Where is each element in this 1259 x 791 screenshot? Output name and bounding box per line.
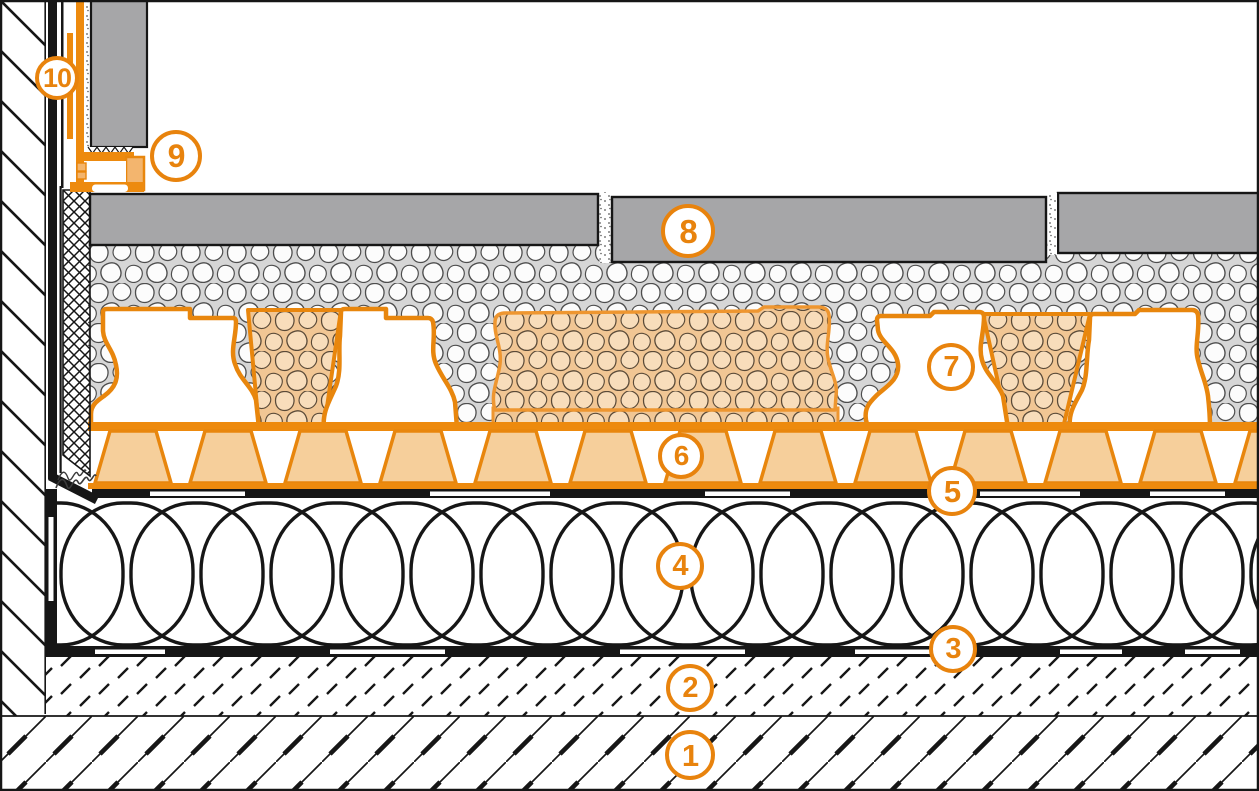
callout-4: 4 bbox=[656, 542, 704, 590]
callout-2: 2 bbox=[666, 664, 714, 712]
concrete-slab-layer bbox=[0, 715, 1259, 791]
callout-10: 10 bbox=[35, 56, 79, 100]
waterproofing-layer bbox=[92, 489, 1259, 499]
drainage-stud-profiles bbox=[88, 306, 1213, 431]
wall-tile bbox=[89, 0, 149, 149]
edge-profile bbox=[70, 152, 146, 192]
callout-6: 6 bbox=[658, 433, 704, 479]
callout-9-label: 9 bbox=[167, 138, 186, 174]
masonry-wall bbox=[0, 0, 46, 716]
callout-2-label: 2 bbox=[682, 671, 698, 704]
callout-6-label: 6 bbox=[673, 440, 690, 471]
callout-7-label: 7 bbox=[943, 350, 959, 383]
thinset-mortar-strip bbox=[85, 0, 91, 147]
callout-5-label: 5 bbox=[943, 473, 961, 509]
drainage-channel bbox=[491, 305, 840, 429]
callout-10-label: 10 bbox=[42, 62, 72, 93]
screed-layer bbox=[45, 654, 1259, 716]
wall-profile-main-leg bbox=[76, 0, 84, 192]
callout-8: 8 bbox=[661, 204, 715, 258]
perimeter-edge-strip bbox=[62, 189, 91, 478]
corner-seal-scribble bbox=[55, 474, 97, 489]
callout-3-label: 3 bbox=[945, 632, 961, 665]
callout-1-label: 1 bbox=[681, 737, 699, 773]
callout-7: 7 bbox=[927, 343, 975, 391]
callout-3: 3 bbox=[929, 625, 977, 673]
paving-tile bbox=[1056, 191, 1259, 255]
tile-joints bbox=[599, 192, 1057, 263]
callout-9: 9 bbox=[150, 130, 202, 182]
callout-5: 5 bbox=[927, 466, 977, 516]
paving-tile bbox=[88, 192, 600, 247]
callout-8-label: 8 bbox=[679, 212, 697, 250]
callout-4-label: 4 bbox=[672, 549, 688, 582]
vapour-barrier-layer bbox=[45, 489, 1259, 657]
callout-1: 1 bbox=[665, 730, 715, 780]
